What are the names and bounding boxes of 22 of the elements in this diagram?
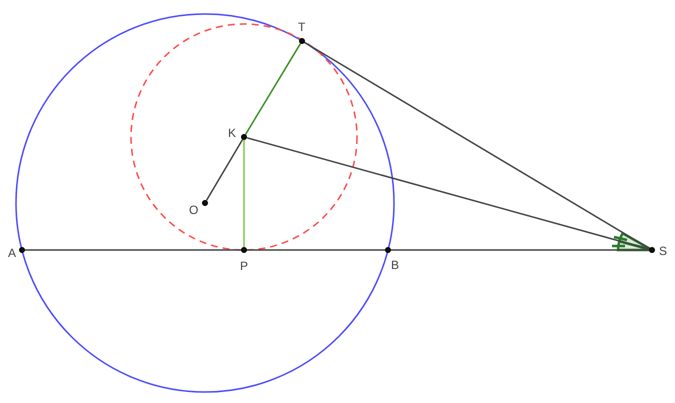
- point-marker: [202, 200, 208, 206]
- point-marker: [385, 247, 391, 253]
- line-segment: [243, 140, 245, 247]
- point-label: B: [391, 258, 400, 272]
- point-label: S: [659, 244, 668, 258]
- point-label: K: [228, 126, 236, 140]
- point-marker: [241, 134, 247, 140]
- point-label: T: [298, 20, 306, 34]
- line-segment: [247, 249, 385, 251]
- point-label: A: [8, 246, 16, 260]
- point-marker: [19, 247, 25, 253]
- line-segment: [244, 43, 302, 135]
- line-segment: [304, 42, 650, 250]
- line-segment: [25, 249, 241, 251]
- point-label: O: [189, 203, 198, 217]
- point-marker: [649, 247, 655, 253]
- line-segment: [391, 249, 649, 251]
- point-label: P: [240, 259, 248, 273]
- line-segment: [246, 137, 650, 250]
- line-segment: [206, 139, 244, 201]
- point-marker: [241, 247, 247, 253]
- point-marker: [299, 38, 305, 44]
